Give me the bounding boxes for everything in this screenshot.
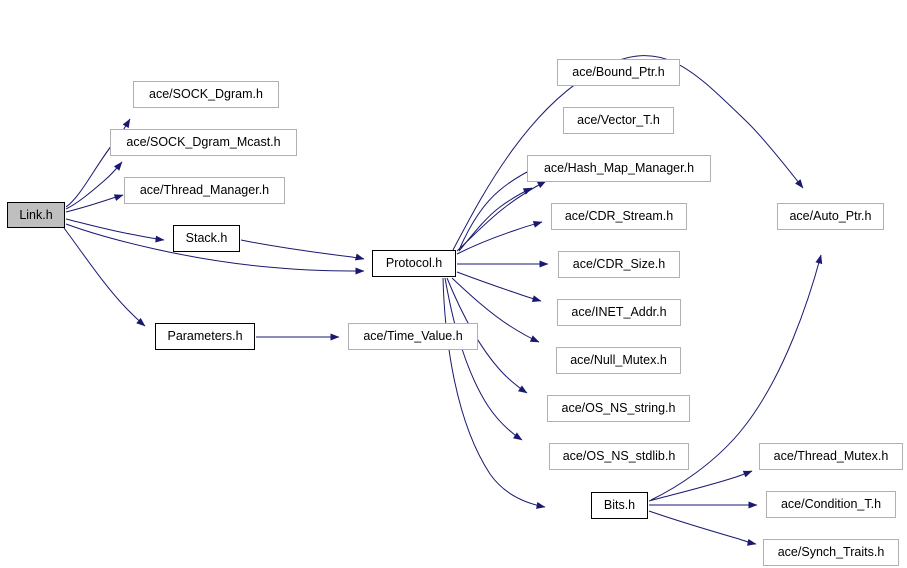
node-label-thread_mutex: ace/Thread_Mutex.h <box>773 449 889 464</box>
node-label-condition_t: ace/Condition_T.h <box>780 497 882 512</box>
node-label-stack: Stack.h <box>185 231 228 246</box>
edge-protocol-to-auto_ptr <box>452 55 804 251</box>
node-hash_map_manager[interactable]: ace/Hash_Map_Manager.h <box>527 155 711 182</box>
node-label-bound_ptr: ace/Bound_Ptr.h <box>572 65 665 80</box>
node-thread_manager[interactable]: ace/Thread_Manager.h <box>124 177 285 204</box>
node-label-cdr_stream: ace/CDR_Stream.h <box>564 209 674 224</box>
edge-link-to-sock_dgram_mcast <box>65 161 123 210</box>
edge-bits-to-thread_mutex <box>648 470 753 502</box>
node-time_value[interactable]: ace/Time_Value.h <box>348 323 478 350</box>
node-label-auto_ptr: ace/Auto_Ptr.h <box>789 209 872 224</box>
edge-protocol-to-cdr_stream <box>456 220 543 255</box>
node-link[interactable]: Link.h <box>7 202 65 228</box>
node-label-os_ns_string: ace/OS_NS_string.h <box>561 401 676 416</box>
node-label-vector_t: ace/Vector_T.h <box>577 113 660 128</box>
node-label-bits: Bits.h <box>603 498 636 513</box>
edge-protocol-to-bits <box>442 277 546 509</box>
node-thread_mutex[interactable]: ace/Thread_Mutex.h <box>759 443 903 470</box>
node-label-parameters: Parameters.h <box>167 329 243 344</box>
node-os_ns_string[interactable]: ace/OS_NS_string.h <box>547 395 690 422</box>
node-label-os_ns_stdlib: ace/OS_NS_stdlib.h <box>562 449 676 464</box>
edge-link-to-protocol <box>65 223 365 275</box>
node-label-cdr_size: ace/CDR_Size.h <box>572 257 666 272</box>
node-sock_dgram_mcast[interactable]: ace/SOCK_Dgram_Mcast.h <box>110 129 297 156</box>
node-label-sock_dgram: ace/SOCK_Dgram.h <box>149 87 263 102</box>
edge-stack-to-protocol <box>240 239 365 261</box>
node-label-link: Link.h <box>19 207 53 222</box>
edge-bits-to-auto_ptr <box>650 254 823 501</box>
node-null_mutex[interactable]: ace/Null_Mutex.h <box>556 347 681 374</box>
node-vector_t[interactable]: ace/Vector_T.h <box>563 107 674 134</box>
edge-bits-to-synch_traits <box>648 510 757 546</box>
node-bound_ptr[interactable]: ace/Bound_Ptr.h <box>557 59 680 86</box>
node-cdr_stream[interactable]: ace/CDR_Stream.h <box>551 203 687 230</box>
node-label-null_mutex: ace/Null_Mutex.h <box>570 353 667 368</box>
edge-protocol-to-null_mutex <box>451 277 540 343</box>
node-label-protocol: Protocol.h <box>385 256 443 271</box>
node-inet_addr[interactable]: ace/INET_Addr.h <box>557 299 681 326</box>
node-synch_traits[interactable]: ace/Synch_Traits.h <box>763 539 899 566</box>
edge-paths <box>63 55 823 546</box>
node-parameters[interactable]: Parameters.h <box>155 323 255 350</box>
edge-link-to-parameters <box>63 227 146 327</box>
node-cdr_size[interactable]: ace/CDR_Size.h <box>558 251 680 278</box>
edge-protocol-to-os_ns_string <box>446 277 528 394</box>
node-label-hash_map_manager: ace/Hash_Map_Manager.h <box>543 161 695 176</box>
edge-protocol-to-hash_map_manager <box>458 187 533 252</box>
edge-protocol-to-os_ns_stdlib <box>444 277 523 441</box>
node-protocol[interactable]: Protocol.h <box>372 250 456 277</box>
node-label-inet_addr: ace/INET_Addr.h <box>571 305 667 320</box>
node-label-thread_manager: ace/Thread_Manager.h <box>139 183 270 198</box>
node-sock_dgram[interactable]: ace/SOCK_Dgram.h <box>133 81 279 108</box>
node-auto_ptr[interactable]: ace/Auto_Ptr.h <box>777 203 884 230</box>
node-stack[interactable]: Stack.h <box>173 225 240 252</box>
edge-protocol-to-bound_ptr <box>456 180 547 252</box>
node-os_ns_stdlib[interactable]: ace/OS_NS_stdlib.h <box>549 443 689 470</box>
node-label-sock_dgram_mcast: ace/SOCK_Dgram_Mcast.h <box>126 135 281 150</box>
edge-link-to-stack <box>65 218 165 243</box>
edge-protocol-to-inet_addr <box>456 271 542 303</box>
edge-link-to-thread_manager <box>65 194 124 213</box>
node-label-synch_traits: ace/Synch_Traits.h <box>777 545 885 560</box>
node-condition_t[interactable]: ace/Condition_T.h <box>766 491 896 518</box>
node-label-time_value: ace/Time_Value.h <box>363 329 463 344</box>
node-bits[interactable]: Bits.h <box>591 492 648 519</box>
